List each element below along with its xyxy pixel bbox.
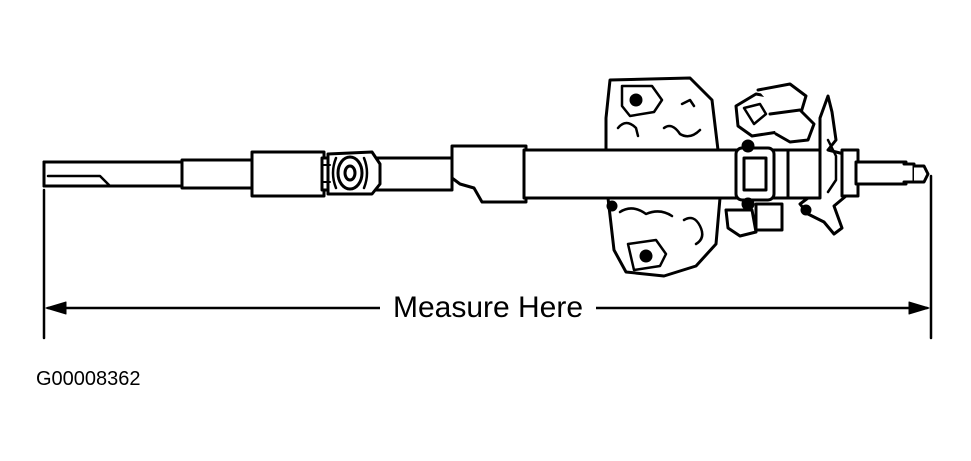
measure-label: Measure Here xyxy=(380,290,596,326)
lower-column-bracket xyxy=(450,144,528,204)
shaft-sleeve xyxy=(250,150,326,198)
lower-mounting-bracket xyxy=(606,196,722,278)
shaft-right-end xyxy=(840,148,930,198)
universal-joint xyxy=(320,150,454,196)
intermediate-shaft xyxy=(180,158,256,190)
column-head-casting xyxy=(786,94,848,236)
ignition-switch-assembly xyxy=(724,82,816,238)
column-tube xyxy=(522,148,826,200)
figure-id: G00008362 xyxy=(36,368,141,390)
upper-mounting-bracket xyxy=(604,76,720,152)
shaft-left-end xyxy=(42,160,186,188)
measure-arrow-right xyxy=(908,301,930,315)
measure-arrow-left xyxy=(45,301,67,315)
